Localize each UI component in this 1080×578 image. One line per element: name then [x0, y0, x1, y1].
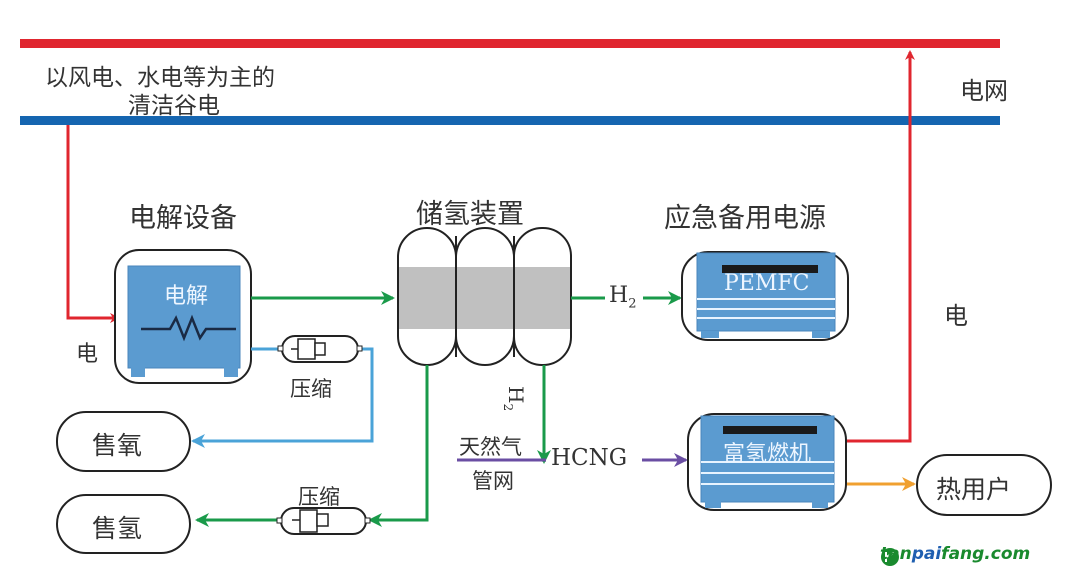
sell-hydrogen-label: 售氢: [92, 514, 143, 543]
gas-network-label-line1: 天然气: [459, 435, 522, 459]
h2-label-vertical: H2: [501, 386, 528, 412]
power-in-line: [66, 125, 120, 323]
hydrogen-turbine-device: [687, 413, 847, 511]
watermark-text: tanpaifang.com: [880, 544, 1031, 564]
electrolyzer-device: [114, 249, 252, 384]
power-in-label: 电: [76, 342, 99, 367]
resistor-icon: [141, 314, 236, 342]
grid-line-red: [20, 39, 1000, 48]
backup-power-title: 应急备用电源: [664, 203, 826, 234]
pemfc-device: [681, 251, 849, 341]
compressor-top-label: 压缩: [290, 377, 332, 401]
heat-user-box: [916, 454, 1052, 516]
electrolyzer-inner-label: 电解: [164, 284, 209, 309]
sell-hydrogen-box: [56, 494, 191, 554]
compressor-top-icon: [277, 335, 363, 363]
compressor-bottom-icon: [276, 507, 371, 535]
power-out-to-grid: [847, 50, 915, 443]
grid-label: 电网: [960, 77, 1008, 105]
pemfc-label: PEMFC: [724, 271, 810, 296]
h2-flow-to-compressor: [368, 365, 429, 527]
grid-line-blue: [20, 116, 1000, 125]
o2-flow-to-sell: [191, 347, 374, 448]
gas-network-label-line2: 管网: [472, 469, 514, 493]
storage-title: 储氢装置: [416, 199, 524, 230]
clean-power-source-label-line1: 以风电、水电等为主的: [45, 65, 275, 91]
sell-oxygen-label: 售氧: [92, 431, 143, 460]
power-out-label: 电: [944, 302, 968, 330]
compressor-bottom-label: 压缩: [298, 485, 340, 509]
hcng-label: HCNG: [551, 445, 628, 471]
turbine-inner-label: 富氢燃机: [723, 442, 812, 467]
h2-label-pemfc: H2: [609, 283, 637, 312]
electrolyzer-title: 电解设备: [129, 203, 237, 234]
hydrogen-storage-tanks: [397, 227, 572, 366]
sell-oxygen-box: [56, 411, 191, 472]
clean-power-source-label-line2: 清洁谷电: [128, 93, 220, 119]
heat-user-label: 热用户: [936, 475, 1012, 504]
